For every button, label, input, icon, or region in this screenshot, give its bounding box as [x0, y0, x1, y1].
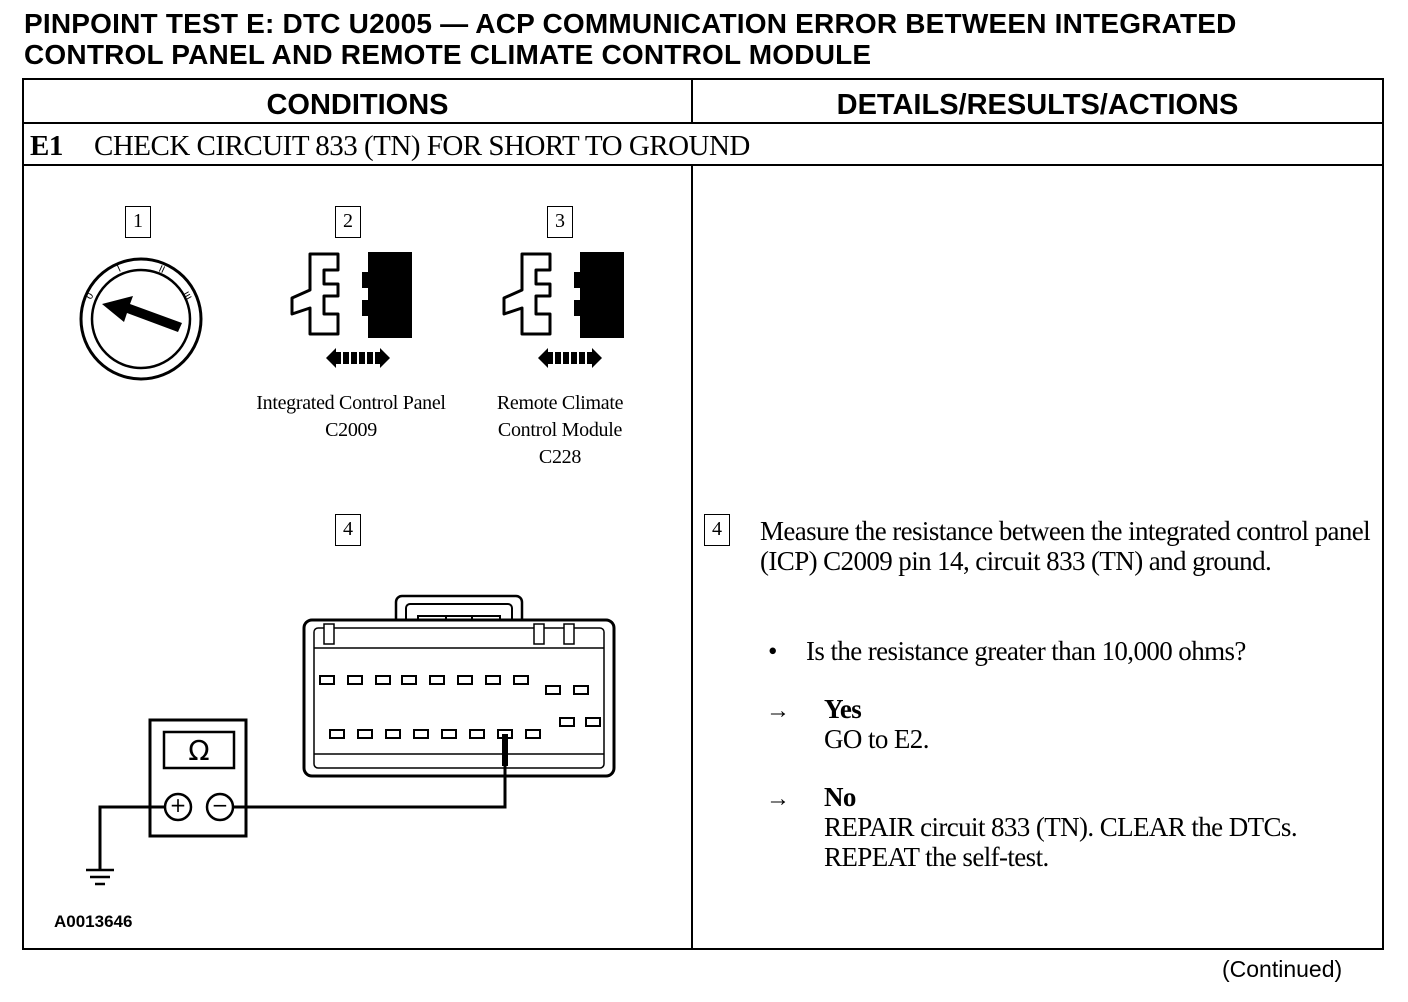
positive-terminal: + [169, 793, 187, 817]
svg-text:I: I [116, 264, 123, 275]
rccm-connector-label: Remote Climate Control Module C228 [470, 390, 650, 471]
conditions-header: CONDITIONS [266, 89, 449, 121]
page-title-line-2: CONTROL PANEL AND REMOTE CLIMATE CONTROL… [24, 39, 872, 70]
ignition-switch-icon: 0 I II III [79, 257, 203, 381]
svg-text:0: 0 [84, 291, 97, 302]
pinpoint-test-table: CONDITIONS DETAILS/RESULTS/ACTIONS E1 CHE… [22, 78, 1384, 950]
step-box-1: 1 [125, 206, 151, 238]
no-label: No [824, 782, 856, 812]
measure-instruction: Measure the resistance between the integ… [760, 516, 1371, 576]
yes-action: GO to E2. [824, 724, 929, 754]
no-action-line-2: REPEAT the self-test. [824, 842, 1049, 872]
no-arrow-icon: → [766, 786, 790, 812]
icp-connector-icon [290, 252, 412, 368]
details-step-box: 4 [704, 514, 730, 546]
step-box-4: 4 [335, 514, 361, 546]
step-id: E1 [30, 130, 63, 162]
header-divider [24, 122, 1382, 124]
yes-answer: Yes GO to E2. [824, 694, 929, 754]
rccm-label-line-3: C228 [538, 446, 582, 468]
icp-label-line-1: Integrated Control Panel [256, 392, 446, 414]
step-heading: E1 CHECK CIRCUIT 833 (TN) FOR SHORT TO GR… [30, 128, 750, 164]
ohmmeter-icon [148, 718, 248, 838]
details-header: DETAILS/RESULTS/ACTIONS [836, 89, 1239, 121]
yes-arrow-icon: → [766, 698, 790, 724]
step-title: CHECK CIRCUIT 833 (TN) FOR SHORT TO GROU… [94, 130, 750, 162]
rccm-label-line-1: Remote Climate [496, 392, 624, 414]
no-answer: No REPAIR circuit 833 (TN). CLEAR the DT… [824, 782, 1298, 872]
page-title: PINPOINT TEST E: DTC U2005 — ACP COMMUNI… [24, 8, 1384, 70]
step-box-2: 2 [335, 206, 361, 238]
test-lead-wires [86, 765, 507, 886]
question-bullet: • [768, 636, 778, 666]
negative-terminal: − [211, 793, 229, 817]
step-divider [24, 164, 1382, 166]
page-title-line-1: PINPOINT TEST E: DTC U2005 — ACP COMMUNI… [24, 8, 1237, 39]
step-box-3: 3 [547, 206, 573, 238]
icp-connector-label: Integrated Control Panel C2009 [236, 390, 466, 444]
resistance-question: Is the resistance greater than 10,000 oh… [806, 636, 1246, 666]
yes-label: Yes [824, 694, 862, 724]
header-column-divider [691, 80, 693, 122]
rccm-connector-icon [502, 252, 624, 368]
icp-label-line-2: C2009 [325, 419, 377, 441]
body-column-divider [691, 164, 693, 948]
c2009-connector-face-icon [302, 594, 616, 778]
rccm-label-line-2: Control Module [497, 419, 623, 441]
figure-code: A0013646 [54, 912, 133, 931]
svg-text:II: II [157, 264, 167, 276]
no-action-line-1: REPAIR circuit 833 (TN). CLEAR the DTCs. [824, 812, 1298, 842]
ohm-symbol: Ω [188, 734, 210, 767]
continued-note: (Continued) [1222, 956, 1343, 982]
